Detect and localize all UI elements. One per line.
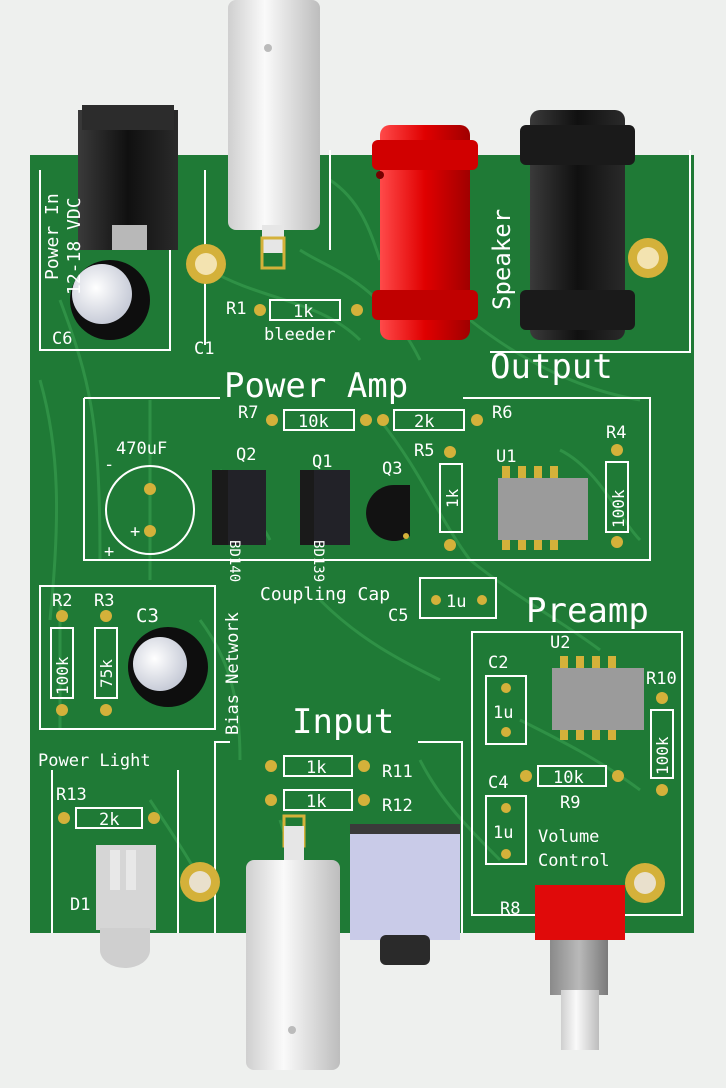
resistor-r5 [439, 446, 463, 551]
label-q1-part: BD139 [310, 540, 326, 582]
resistor-r6 [377, 409, 483, 431]
label-r13: R13 [56, 785, 87, 805]
label-r12-value: 1k [306, 792, 326, 812]
label-r9-value: 10k [553, 768, 584, 788]
label-r2: R2 [52, 591, 72, 611]
label-bleeder: bleeder [264, 325, 336, 345]
label-r9: R9 [560, 793, 580, 813]
label-q2: Q2 [236, 445, 256, 465]
bnc-connector-output [228, 0, 320, 270]
label-r1: R1 [226, 299, 246, 319]
label-r8: R8 [500, 899, 520, 919]
label-r12: R12 [382, 796, 413, 816]
label-cap-value: 470uF [116, 439, 167, 459]
silkscreen-labels: Power In 12-18 VDC C6 C1 R1 1k bleeder S… [38, 193, 677, 919]
resistor-r12 [265, 789, 370, 811]
label-r6: R6 [492, 403, 512, 423]
label-r7: R7 [238, 403, 258, 423]
label-volume: Volume [538, 827, 599, 847]
label-speaker: Speaker [488, 209, 516, 310]
label-r2-value: 100k [53, 656, 72, 695]
label-r3-value: 75k [97, 659, 116, 688]
led-d1 [96, 845, 156, 968]
dc-power-jack [78, 105, 178, 250]
label-r1-value: 1k [293, 302, 313, 322]
capacitor-c2 [485, 675, 527, 745]
label-q2-part: BD140 [226, 540, 242, 582]
label-r5: R5 [414, 441, 434, 461]
audio-jack [350, 824, 460, 965]
label-c3: C3 [136, 605, 159, 627]
resistor-r13 [58, 807, 160, 829]
black-speaker-jack [520, 110, 635, 340]
resistor-r4 [605, 444, 629, 548]
mounting-holes [180, 238, 668, 903]
label-c6: C6 [52, 329, 72, 349]
label-u2: U2 [550, 633, 570, 653]
label-cap-plus: + [130, 522, 140, 542]
label-d1: D1 [70, 895, 90, 915]
label-r11-value: 1k [306, 758, 326, 778]
label-r6-value: 2k [414, 412, 434, 432]
capacitor-c3 [128, 627, 208, 707]
ic-u2 [552, 656, 644, 740]
label-r4: R4 [606, 423, 626, 443]
label-preamp: Preamp [526, 591, 649, 631]
potentiometer-r8 [535, 885, 625, 1050]
label-c5: C5 [388, 606, 408, 626]
label-r3: R3 [94, 591, 114, 611]
label-c4-value: 1u [493, 823, 513, 843]
label-c1: C1 [194, 339, 214, 359]
label-control: Control [538, 851, 610, 871]
section-outlines [39, 150, 691, 933]
label-power-light: Power Light [38, 751, 151, 771]
resistor-r9 [520, 765, 624, 787]
label-c2-value: 1u [493, 703, 513, 723]
label-r13-value: 2k [99, 810, 119, 830]
transistor-q2 [212, 470, 266, 545]
label-output: Output [490, 347, 613, 387]
label-c4: C4 [488, 773, 508, 793]
label-r7-value: 10k [298, 412, 329, 432]
capacitor-c6 [70, 260, 150, 340]
label-bias-network: Bias Network [223, 612, 243, 735]
label-r11: R11 [382, 762, 413, 782]
label-u1: U1 [496, 447, 516, 467]
bnc-connector-input [246, 814, 340, 1070]
capacitor-c4 [485, 795, 527, 865]
resistor-r10 [650, 692, 674, 796]
resistor-r1 [254, 299, 363, 321]
label-r10: R10 [646, 669, 677, 689]
label-r4-value: 100k [609, 489, 628, 528]
transistor-q1 [300, 470, 350, 545]
resistor-r11 [265, 755, 370, 777]
label-r10-value: 100k [653, 736, 672, 775]
label-q1: Q1 [312, 452, 332, 472]
red-speaker-jack [372, 125, 478, 340]
ic-u1 [498, 466, 588, 550]
resistor-r7 [266, 409, 372, 431]
capacitor-c5 [431, 595, 487, 605]
resistor-r3 [94, 610, 118, 716]
label-power-in: Power In [42, 193, 63, 280]
label-cap-plus2: + [104, 542, 114, 562]
label-c2: C2 [488, 653, 508, 673]
capacitor-470uf-outline [105, 465, 195, 555]
label-c5-value: 1u [446, 592, 466, 612]
resistor-r2 [50, 610, 74, 716]
label-r5-value: 1k [443, 488, 462, 508]
label-q3: Q3 [382, 459, 402, 479]
label-power-amp: Power Amp [224, 366, 408, 406]
transistor-q3 [366, 484, 410, 541]
label-cap-minus: - [104, 455, 114, 475]
label-coupling-cap: Coupling Cap [260, 584, 390, 605]
label-input: Input [292, 702, 394, 742]
label-power-in-voltage: 12-18 VDC [64, 197, 85, 295]
